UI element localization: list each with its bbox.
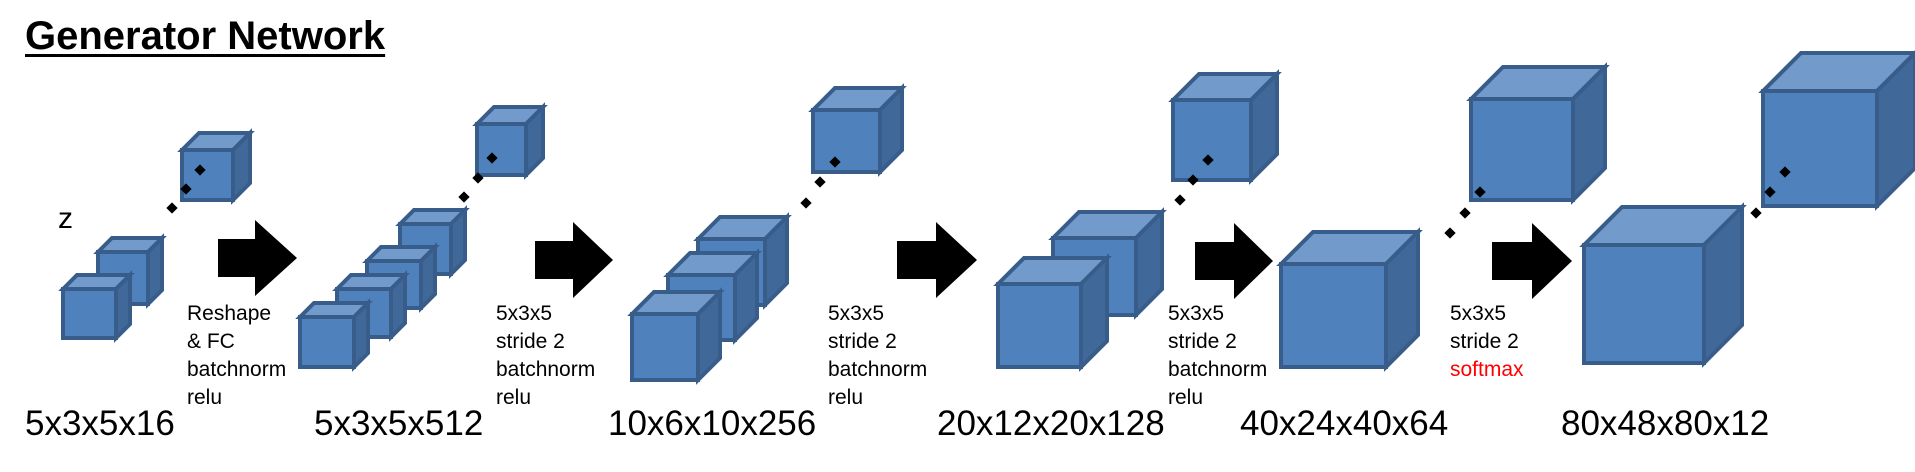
right-arrow-icon xyxy=(897,222,977,298)
ellipsis-icon xyxy=(1750,166,1791,219)
right-arrow-icon xyxy=(1492,223,1572,299)
arrows xyxy=(218,220,1572,299)
op-line-softmax: softmax xyxy=(1450,358,1524,381)
op-label-1: Reshape & FC batchnorm relu xyxy=(187,300,286,412)
op-line: batchnorm xyxy=(187,358,287,381)
cube-icon xyxy=(295,298,373,372)
cube-icon xyxy=(993,253,1112,372)
stage-dims-2: 5x3x5x512 xyxy=(314,404,484,443)
cube-icon xyxy=(1168,69,1282,185)
stage-dims-3: 10x6x10x256 xyxy=(608,404,817,443)
op-label-4: 5x3x5 stride 2 batchnorm relu xyxy=(1168,300,1267,412)
op-label-3: 5x3x5 stride 2 batchnorm relu xyxy=(828,300,927,412)
op-line: batchnorm xyxy=(1168,358,1268,381)
cube-icon xyxy=(1758,50,1915,211)
op-line: relu xyxy=(828,386,864,409)
right-arrow-icon xyxy=(535,222,613,298)
op-line: stride 2 xyxy=(1450,330,1519,353)
op-line: 5x3x5 xyxy=(496,302,553,325)
op-label-5: 5x3x5 stride 2 softmax xyxy=(1450,300,1524,384)
op-line: 5x3x5 xyxy=(1450,302,1507,325)
op-line: batchnorm xyxy=(496,358,596,381)
cube-icon xyxy=(1466,62,1610,205)
feature-map-cubes xyxy=(58,50,1915,385)
cube-icon xyxy=(627,287,725,385)
stage-dims-6: 80x48x80x12 xyxy=(1561,404,1770,443)
op-line: 5x3x5 xyxy=(828,302,885,325)
right-arrow-icon xyxy=(1195,223,1273,299)
op-line: batchnorm xyxy=(828,358,928,381)
cube-icon xyxy=(58,270,135,343)
cube-icon xyxy=(177,128,255,205)
ellipsis-icon xyxy=(1444,186,1486,239)
ellipsis-icon xyxy=(800,156,841,209)
right-arrow-icon xyxy=(218,220,297,296)
page-title: Generator Network xyxy=(25,14,386,58)
op-line: & FC xyxy=(187,330,235,353)
stage-dims-5: 40x24x40x64 xyxy=(1240,404,1449,443)
ellipsis-icon xyxy=(1174,154,1214,206)
op-line: Reshape xyxy=(187,302,272,325)
cube-icon xyxy=(472,102,548,180)
op-line: relu xyxy=(187,386,223,409)
stage-dims-4: 20x12x20x128 xyxy=(937,404,1165,443)
op-line: relu xyxy=(496,386,532,409)
cube-icon xyxy=(1276,227,1423,372)
op-line: stride 2 xyxy=(1168,330,1237,353)
ellipsis-icon xyxy=(166,164,206,214)
op-label-2: 5x3x5 stride 2 batchnorm relu xyxy=(496,300,595,412)
op-line: relu xyxy=(1168,386,1204,409)
op-line: stride 2 xyxy=(496,330,565,353)
ellipsis-icon xyxy=(458,152,498,203)
cube-icon xyxy=(808,83,907,177)
ellipsis-dots xyxy=(166,152,1791,239)
op-line: 5x3x5 xyxy=(1168,302,1225,325)
op-line: stride 2 xyxy=(828,330,897,353)
cube-icon xyxy=(1579,202,1747,368)
input-z-label: z xyxy=(58,202,73,235)
stage-dims-1: 5x3x5x16 xyxy=(25,404,175,443)
